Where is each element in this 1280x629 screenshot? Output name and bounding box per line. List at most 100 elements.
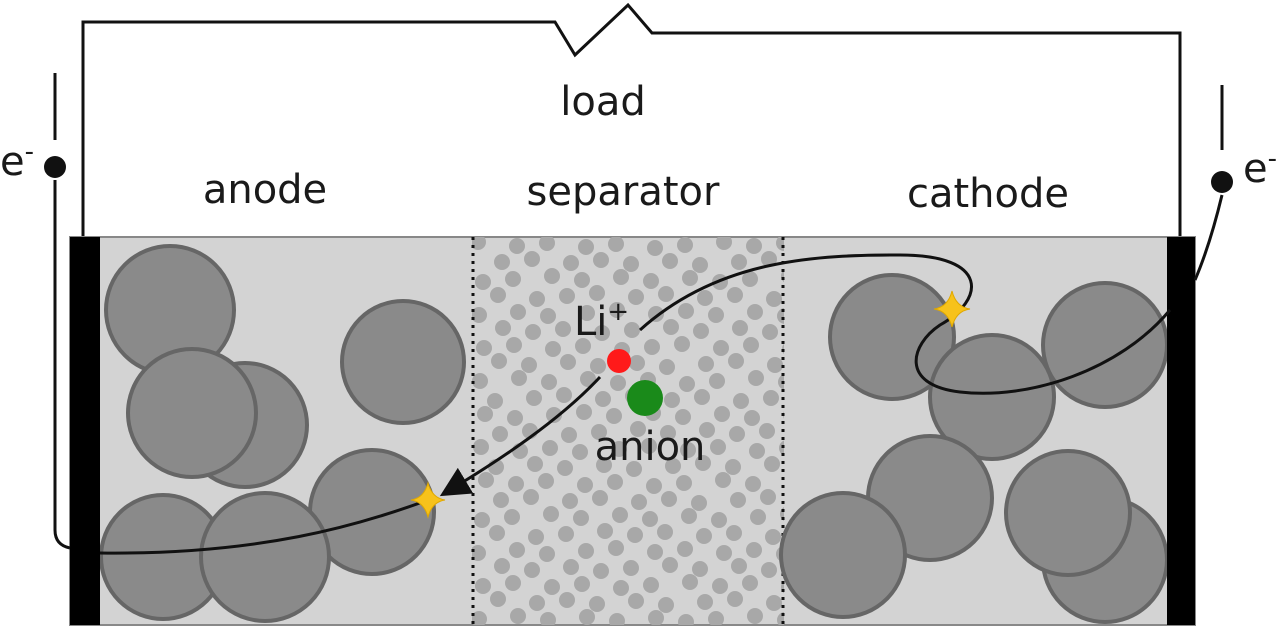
separator-pore bbox=[742, 271, 758, 287]
separator-pore bbox=[660, 425, 676, 441]
separator-pore bbox=[580, 371, 596, 387]
anode-particles bbox=[99, 244, 466, 623]
separator-pore bbox=[505, 575, 521, 591]
separator-pore bbox=[558, 526, 574, 542]
separator-pore bbox=[613, 269, 629, 285]
separator-pore bbox=[475, 578, 491, 594]
separator-pore bbox=[714, 406, 730, 422]
separator-pore bbox=[627, 527, 643, 543]
separator-pore bbox=[579, 609, 595, 625]
anode-particle bbox=[126, 347, 258, 479]
separator-pore bbox=[742, 575, 758, 591]
separator-pore bbox=[716, 545, 732, 561]
separator-pore bbox=[675, 409, 691, 425]
separator-pore bbox=[574, 576, 590, 592]
right-electron-label: e- bbox=[1243, 144, 1277, 192]
separator-pore bbox=[678, 614, 694, 625]
separator-pore bbox=[715, 472, 731, 488]
separator-pore bbox=[733, 393, 749, 409]
lithium-ion-label: Li+ bbox=[574, 297, 629, 345]
left-electron bbox=[44, 156, 66, 178]
separator-pore bbox=[629, 355, 645, 371]
separator-pore bbox=[563, 559, 579, 575]
separator-pore bbox=[613, 580, 629, 596]
right-electron-wire bbox=[1193, 194, 1224, 281]
separator-pore bbox=[665, 458, 681, 474]
separator-pore bbox=[766, 595, 782, 611]
separator-pore bbox=[676, 475, 692, 491]
separator-pore bbox=[511, 370, 527, 386]
load-label: load bbox=[560, 79, 646, 125]
separator-pore bbox=[623, 560, 639, 576]
separator-pore bbox=[576, 404, 592, 420]
separator-pore bbox=[763, 390, 779, 406]
separator-pore bbox=[490, 591, 506, 607]
electron-path-anode bbox=[99, 498, 429, 555]
separator-pore bbox=[695, 455, 711, 471]
separator-pore bbox=[539, 546, 555, 562]
separator-pore bbox=[557, 460, 573, 476]
separator-pore bbox=[521, 357, 537, 373]
separator-pore bbox=[624, 322, 640, 338]
separator-pore bbox=[528, 529, 544, 545]
separator-pore bbox=[746, 542, 762, 558]
cathode-current-collector bbox=[1167, 237, 1195, 625]
separator-pore bbox=[746, 238, 762, 254]
separator-label: separator bbox=[527, 169, 720, 215]
separator-pore bbox=[762, 324, 778, 340]
separator-pore bbox=[646, 478, 662, 494]
separator-pore bbox=[661, 491, 677, 507]
separator-pore bbox=[573, 510, 589, 526]
separator-pore bbox=[748, 370, 764, 386]
separator-pore bbox=[611, 441, 627, 457]
anion bbox=[627, 380, 663, 416]
separator-pore bbox=[544, 268, 560, 284]
separator-pore bbox=[731, 558, 747, 574]
separator-pore bbox=[559, 288, 575, 304]
separator-pore bbox=[509, 542, 525, 558]
separator-pore bbox=[507, 410, 523, 426]
separator-pore bbox=[593, 563, 609, 579]
separator-pore bbox=[697, 290, 713, 306]
separator-pore bbox=[731, 254, 747, 270]
separator-pore bbox=[476, 340, 492, 356]
lithium-ion bbox=[607, 349, 631, 373]
separator-pore bbox=[608, 237, 624, 252]
separator-pore bbox=[592, 490, 608, 506]
separator-pore bbox=[546, 407, 562, 423]
separator-pore bbox=[475, 274, 491, 290]
separator-pore bbox=[682, 574, 698, 590]
separator-pore bbox=[492, 426, 508, 442]
separator-pore bbox=[609, 302, 625, 318]
separator-pore bbox=[677, 237, 693, 253]
separator-pore bbox=[729, 426, 745, 442]
separator-pore bbox=[526, 390, 542, 406]
separator-pore bbox=[709, 373, 725, 389]
separator-pore bbox=[761, 251, 777, 267]
separator-pore bbox=[541, 374, 557, 390]
separator-pore bbox=[662, 253, 678, 269]
separator-pore bbox=[578, 543, 594, 559]
separator-pore bbox=[759, 423, 775, 439]
separator-pore bbox=[626, 461, 642, 477]
separator-pore bbox=[506, 337, 522, 353]
separator-pore bbox=[710, 439, 726, 455]
separator-pore bbox=[743, 337, 759, 353]
separator-pore bbox=[692, 257, 708, 273]
separator-pore bbox=[539, 237, 555, 251]
separator-pore bbox=[713, 340, 729, 356]
separator-pores bbox=[472, 237, 784, 625]
separator-pore bbox=[524, 251, 540, 267]
cathode-label: cathode bbox=[907, 171, 1069, 217]
separator-pore bbox=[559, 592, 575, 608]
separator-pore bbox=[694, 389, 710, 405]
separator-pore bbox=[606, 408, 622, 424]
separator-pore bbox=[591, 424, 607, 440]
separator-pore bbox=[574, 272, 590, 288]
separator-pore bbox=[647, 240, 663, 256]
separator-pore bbox=[560, 354, 576, 370]
separator-pore bbox=[590, 358, 606, 374]
separator-pore bbox=[529, 291, 545, 307]
separator-pore bbox=[699, 422, 715, 438]
